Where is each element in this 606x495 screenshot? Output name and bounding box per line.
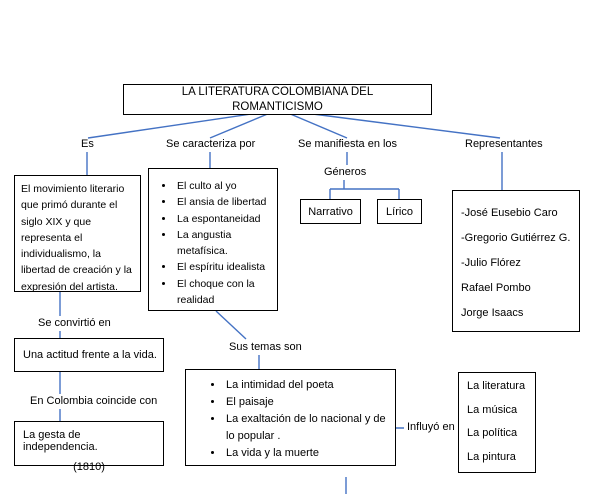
list-item: La vida y la muerte (224, 445, 389, 462)
lirico-box: Lírico (377, 199, 422, 224)
list-item: -José Eusebio Caro (461, 207, 558, 219)
branch-label-caracteriza: Se caracteriza por (166, 138, 256, 150)
list-item: Rafael Pombo (461, 282, 531, 294)
lirico-label: Lírico (386, 205, 413, 218)
list-item: -Julio Flórez (461, 257, 521, 269)
caracteristicas-list: El culto al yo El ansia de libertad La e… (149, 178, 273, 308)
colombia-label: En Colombia coincide con (30, 395, 158, 407)
branch-label-manifiesta: Se manifiesta en los (298, 138, 398, 150)
representantes-box: -José Eusebio Caro -Gregorio Gutiérrez G… (452, 190, 580, 332)
movimiento-text: El movimiento literario que primó durant… (21, 183, 132, 293)
list-item: La exaltación de lo nacional y de lo pop… (224, 411, 389, 445)
list-item: La música (467, 403, 518, 416)
gesta-year: (1810) (73, 461, 105, 473)
convirtio-label: Se convirtió en (38, 317, 111, 329)
list-item: La espontaneidad (175, 211, 273, 227)
list-item: La política (467, 427, 518, 440)
title-box: LA LITERATURA COLOMBIANA DEL ROMANTICISM… (123, 84, 432, 115)
influyo-label: Influyó en (404, 421, 458, 433)
caracteristicas-box: El culto al yo El ansia de libertad La e… (148, 168, 278, 311)
narrativo-label: Narrativo (308, 205, 353, 218)
title-line-2: ROMANTICISMO (232, 100, 323, 113)
temas-label: Sus temas son (229, 341, 302, 353)
list-item: -Gregorio Gutiérrez G. (461, 232, 571, 244)
narrativo-box: Narrativo (300, 199, 361, 224)
list-item: El choque con la realidad (175, 276, 273, 309)
branch-label-representantes: Representantes (465, 138, 543, 150)
temas-box: La intimidad del poeta El paisaje La exa… (185, 369, 396, 466)
gesta-text: La gesta de independencia. (23, 429, 98, 453)
actitud-box: Una actitud frente a la vida. (14, 338, 164, 372)
list-item: Jorge Isaacs (461, 307, 524, 319)
gesta-box: La gesta de independencia. (1810) (14, 421, 164, 473)
title-line-1: LA LITERATURA COLOMBIANA DEL (181, 85, 374, 98)
list-item: La literatura (467, 380, 526, 392)
list-item: El espíritu idealista (175, 259, 273, 275)
influyo-box: La literatura La música La política La p… (458, 372, 536, 473)
movimiento-box: El movimiento literario que primó durant… (14, 175, 141, 293)
actitud-text: Una actitud frente a la vida. (23, 349, 157, 361)
list-item: La pintura (467, 450, 516, 463)
list-item: La intimidad del poeta (224, 377, 389, 394)
list-item: El paisaje (224, 394, 389, 411)
list-item: El culto al yo (175, 178, 273, 194)
temas-list: La intimidad del poeta El paisaje La exa… (186, 377, 389, 462)
branch-label-es: Es (81, 138, 94, 150)
generos-label: Géneros (324, 166, 367, 178)
list-item: El ansia de libertad (175, 194, 273, 210)
list-item: La angustia metafísica. (175, 227, 273, 260)
